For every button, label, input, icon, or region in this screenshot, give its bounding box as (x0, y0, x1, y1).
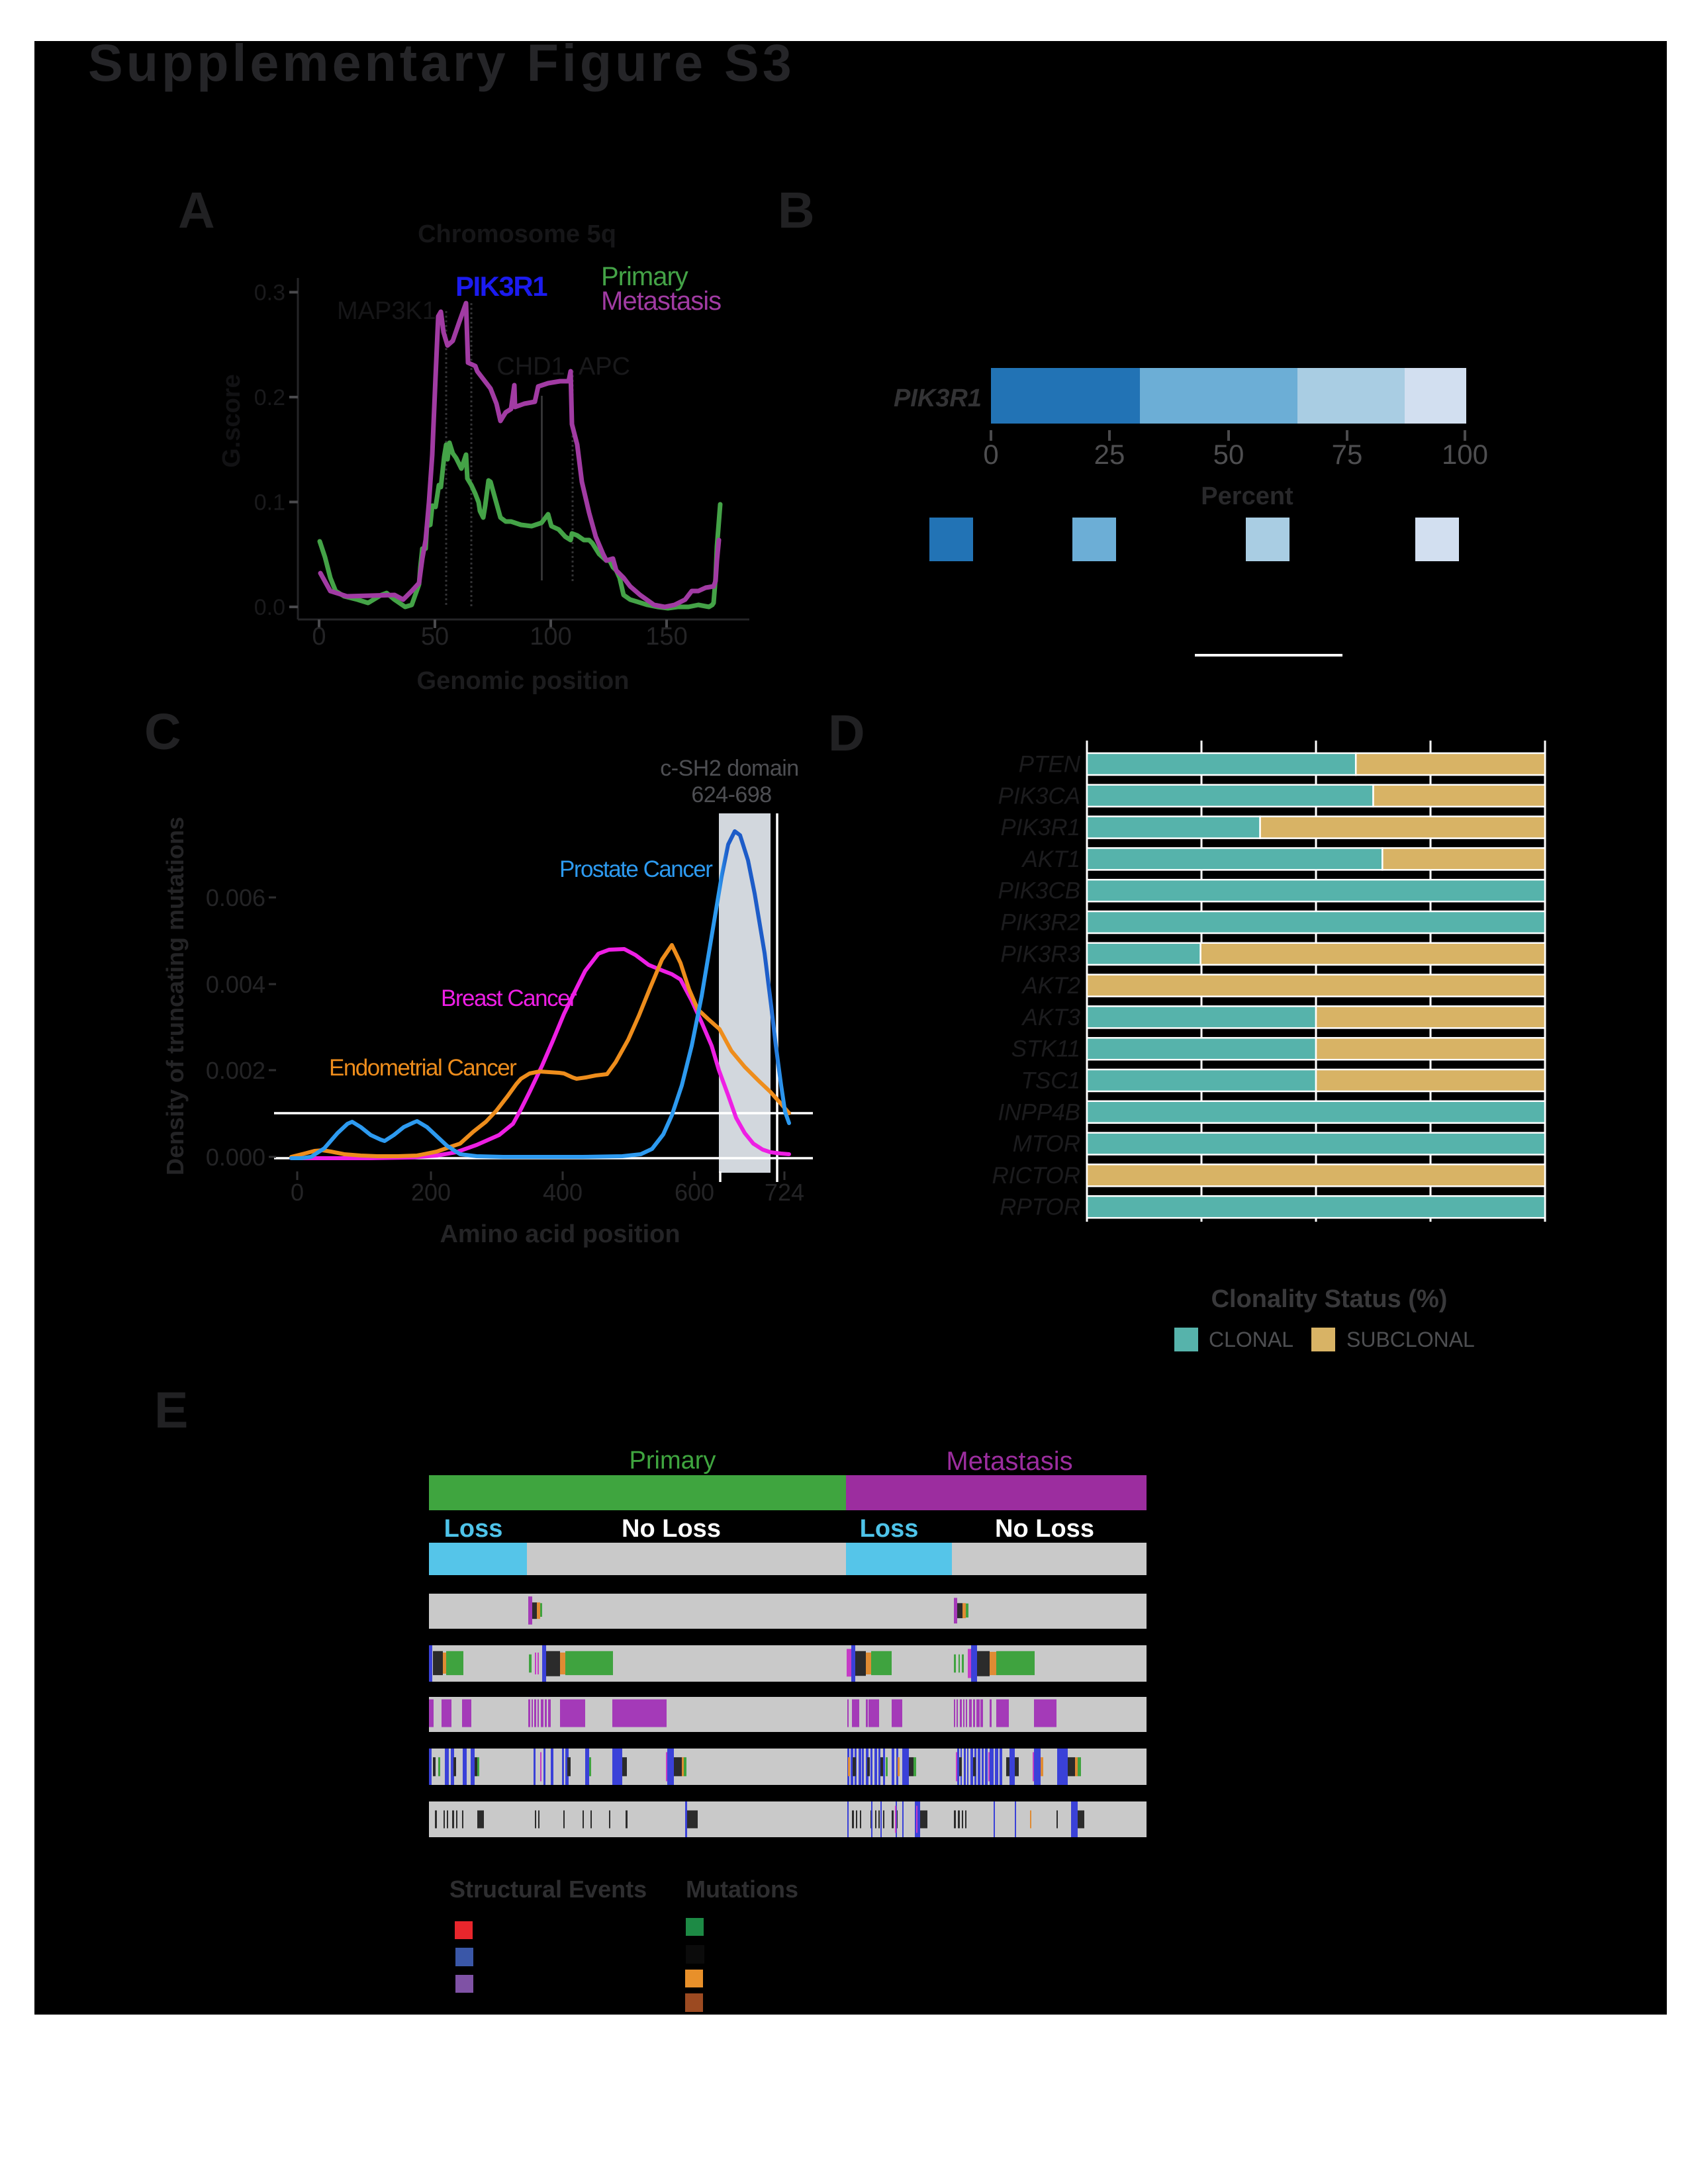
svg-text:100: 100 (1442, 439, 1488, 470)
svg-text:Supplementary Figure S3: Supplementary Figure S3 (88, 33, 795, 92)
svg-text:INPP4B: INPP4B (998, 1099, 1081, 1125)
svg-text:Structural Events: Structural Events (449, 1876, 647, 1903)
svg-text:PTEN: PTEN (1019, 752, 1081, 778)
svg-text:Amino acid position: Amino acid position (440, 1220, 680, 1248)
svg-text:SUBCLONAL: SUBCLONAL (1346, 1328, 1475, 1351)
svg-text:0.1: 0.1 (254, 490, 285, 516)
svg-text:Clonality Status (%): Clonality Status (%) (1211, 1285, 1448, 1313)
svg-text:150: 150 (645, 623, 687, 651)
svg-text:50: 50 (1213, 439, 1244, 470)
svg-text:PIK3CB: PIK3CB (998, 878, 1081, 904)
svg-text:PIK3R3: PIK3R3 (1000, 941, 1080, 967)
svg-text:200: 200 (411, 1179, 451, 1206)
svg-text:AKT1: AKT1 (1021, 846, 1080, 872)
svg-text:PIK3R2: PIK3R2 (1000, 910, 1080, 936)
svg-text:G.score: G.score (218, 374, 246, 468)
svg-text:400: 400 (543, 1179, 583, 1206)
svg-text:0: 0 (312, 623, 326, 651)
svg-text:PIK3R1: PIK3R1 (1000, 815, 1080, 841)
svg-text:PIK3CA: PIK3CA (998, 783, 1081, 809)
svg-text:CHD1: CHD1 (496, 353, 565, 381)
svg-text:100: 100 (530, 623, 571, 651)
svg-text:75: 75 (1332, 439, 1363, 470)
svg-text:Primary: Primary (601, 262, 688, 291)
svg-text:No Loss: No Loss (622, 1515, 721, 1543)
svg-text:MTOR: MTOR (1013, 1131, 1080, 1157)
svg-text:PIK3R1: PIK3R1 (894, 385, 982, 412)
svg-text:Loss: Loss (444, 1515, 503, 1543)
svg-text:Density of truncating mutation: Density of truncating mutations (162, 817, 189, 1175)
svg-text:Percent: Percent (1201, 482, 1293, 510)
svg-text:Endometrial Cancer: Endometrial Cancer (329, 1055, 517, 1081)
svg-text:Metastasis: Metastasis (946, 1447, 1072, 1476)
svg-text:Mutations: Mutations (686, 1876, 798, 1903)
svg-text:724: 724 (765, 1179, 804, 1206)
svg-text:TSC1: TSC1 (1021, 1068, 1080, 1094)
svg-text:0.0: 0.0 (254, 595, 285, 620)
svg-text:C: C (144, 704, 181, 760)
svg-text:Primary: Primary (630, 1447, 716, 1475)
svg-text:0: 0 (291, 1179, 304, 1206)
svg-text:APC: APC (579, 353, 630, 381)
svg-text:25: 25 (1094, 439, 1125, 470)
svg-text:B: B (778, 182, 815, 239)
svg-text:D: D (828, 705, 865, 762)
svg-text:RICTOR: RICTOR (992, 1163, 1080, 1189)
svg-text:0.004: 0.004 (206, 971, 265, 998)
svg-text:0.3: 0.3 (254, 281, 285, 306)
svg-text:E: E (154, 1382, 188, 1439)
svg-text:624-698: 624-698 (691, 782, 771, 807)
svg-text:MAP3K1: MAP3K1 (337, 297, 436, 325)
svg-text:0.006: 0.006 (206, 884, 265, 911)
svg-text:Metastasis: Metastasis (601, 287, 721, 316)
svg-text:RPTOR: RPTOR (1000, 1195, 1080, 1220)
svg-text:Prostate Cancer: Prostate Cancer (559, 856, 713, 882)
svg-text:0.000: 0.000 (206, 1144, 265, 1171)
svg-text:c-SH2 domain: c-SH2 domain (660, 756, 798, 781)
svg-text:AKT2: AKT2 (1021, 973, 1080, 999)
svg-text:Loss: Loss (860, 1515, 919, 1543)
svg-text:Breast Cancer: Breast Cancer (441, 985, 577, 1011)
svg-text:0: 0 (983, 439, 998, 470)
svg-text:0.002: 0.002 (206, 1057, 265, 1084)
svg-text:600: 600 (675, 1179, 714, 1206)
svg-text:AKT3: AKT3 (1021, 1005, 1080, 1030)
svg-text:A: A (178, 182, 215, 239)
svg-text:50: 50 (421, 623, 449, 651)
svg-text:Chromosome 5q: Chromosome 5q (418, 220, 616, 248)
svg-text:STK11: STK11 (1011, 1036, 1080, 1062)
svg-text:Genomic position: Genomic position (417, 667, 630, 695)
svg-text:0.2: 0.2 (254, 385, 285, 410)
svg-text:PIK3R1: PIK3R1 (455, 271, 547, 302)
svg-text:CLONAL: CLONAL (1209, 1328, 1293, 1351)
svg-text:No Loss: No Loss (995, 1515, 1094, 1543)
